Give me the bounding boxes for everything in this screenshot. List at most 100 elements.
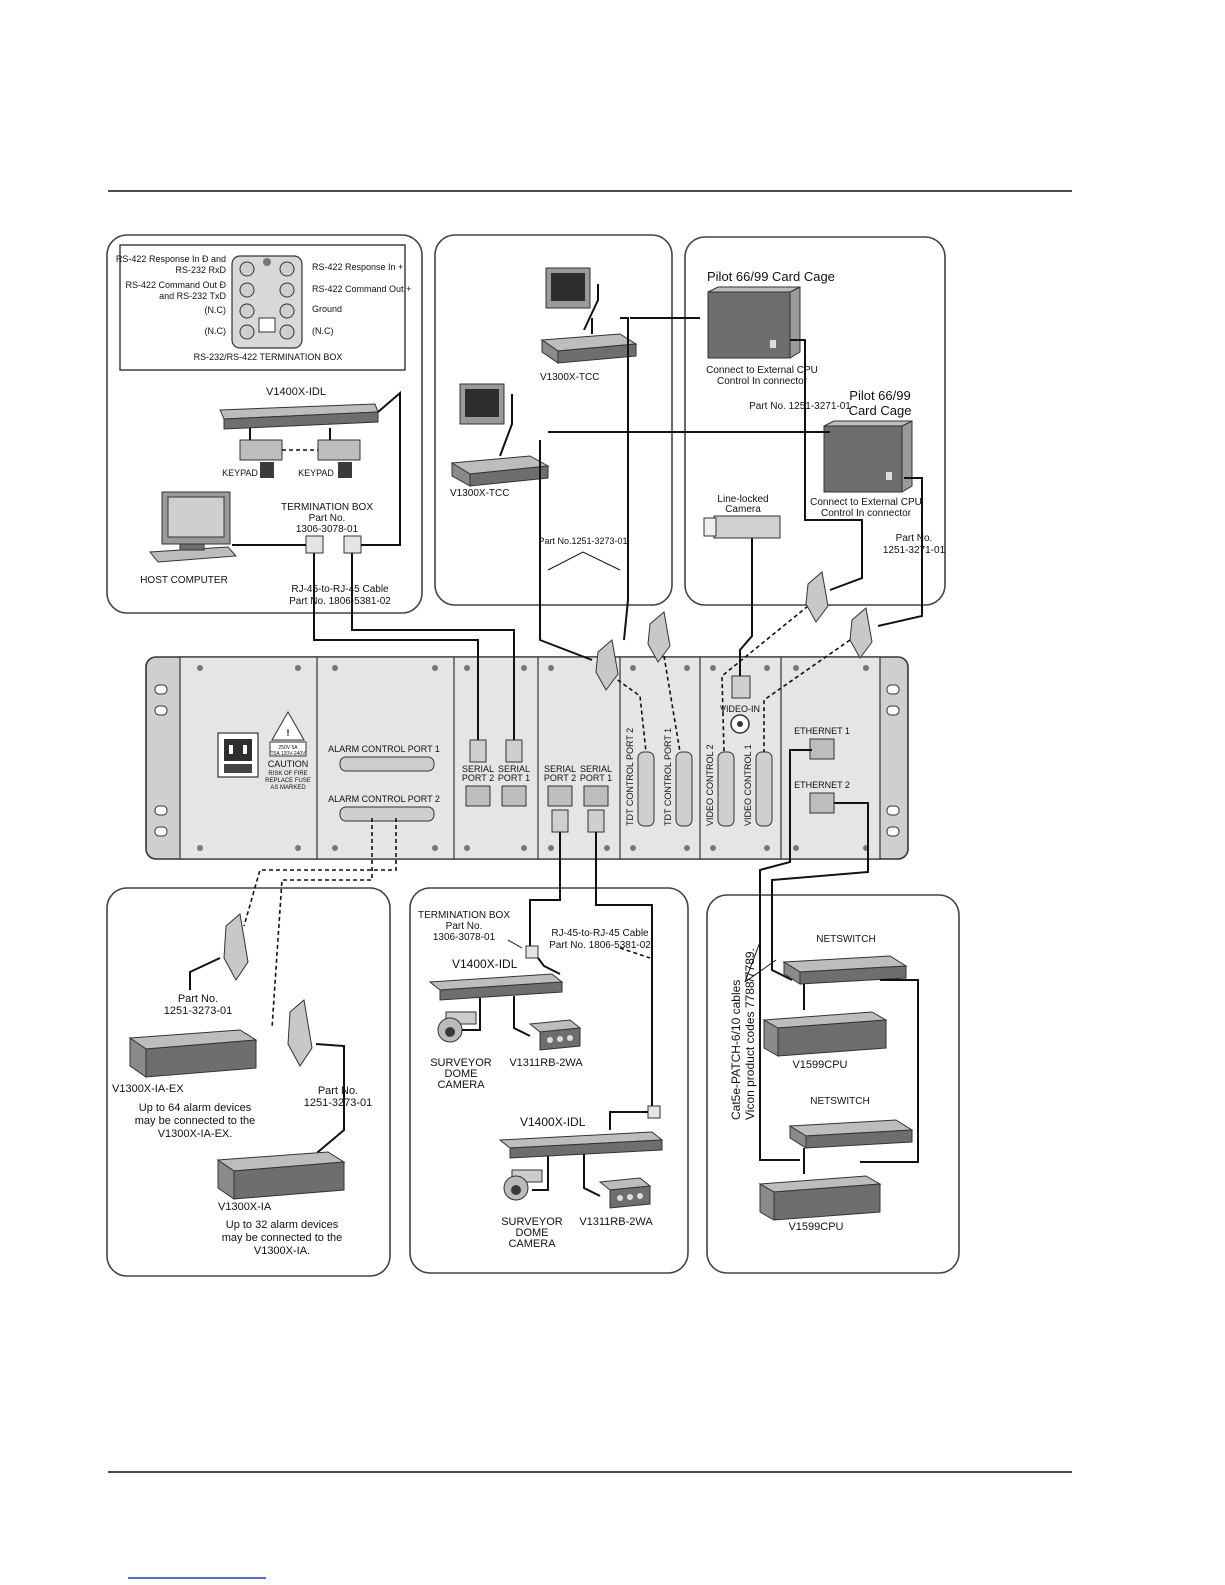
cable-top-2: Part No. 1806-5381-02 xyxy=(289,596,391,607)
tcc-part-label: Part No.1251-3273-01 xyxy=(538,536,627,546)
caution-3: REPLACE FUSE xyxy=(265,778,311,784)
ia-note-1: Up to 32 alarm devices xyxy=(226,1219,339,1231)
caution-2: RISK OF FIRE xyxy=(268,771,307,777)
tcc-1-device xyxy=(540,333,638,364)
termination-box-c xyxy=(525,945,539,959)
cable-alarm-adapter-1 xyxy=(189,957,221,990)
rb-2-label: V1311RB-2WA xyxy=(579,1216,653,1228)
cable-eth1 xyxy=(759,749,812,1161)
cage-1-note-1: Connect to External CPU xyxy=(706,365,818,376)
termination-box-detail: RS-422 Response In Ð and RS-232 RxD RS-4… xyxy=(116,244,411,371)
rack-chassis xyxy=(145,656,909,860)
cable-ns1-ns2 xyxy=(860,979,919,1163)
tb-label-right-1: RS-422 Response In + xyxy=(312,262,403,272)
serial-2b-label-2: PORT 2 xyxy=(544,773,576,783)
idl-bot-1-device xyxy=(428,973,564,1001)
cage-2-note-1: Connect to External CPU xyxy=(810,497,922,508)
ia-ex-note-3: V1300X-IA-EX. xyxy=(158,1128,233,1140)
video-control-2 xyxy=(717,751,735,827)
video-control-1 xyxy=(755,751,773,827)
db-adapter-1 xyxy=(595,639,619,691)
cage-1-note-2: Control In connector xyxy=(717,376,808,387)
rb-1-label: V1311RB-2WA xyxy=(509,1057,583,1069)
cable-idl-bot-1 xyxy=(462,996,531,1037)
tdt-port-2 xyxy=(637,751,655,827)
tb-caption: RS-232/RS-422 TERMINATION BOX xyxy=(194,352,343,362)
cat5-label-1: Cat5e-PATCH-6/10 cables xyxy=(729,980,743,1120)
tbox-bot-3: 1306-3078-01 xyxy=(433,932,496,943)
dash-alarm1 xyxy=(243,818,397,927)
serial-plug-2a xyxy=(469,739,487,763)
cable-serial-2a xyxy=(313,553,479,740)
monitor-2 xyxy=(459,383,505,425)
serial-1a-label-2: PORT 1 xyxy=(498,773,530,783)
keypad-1 xyxy=(239,439,283,478)
cage-2-note-2: Control In connector xyxy=(821,508,912,519)
tcc-2-label: V1300X-TCC xyxy=(450,488,509,499)
tbox-top-1: TERMINATION BOX xyxy=(281,502,373,513)
dome-1-label-2: DOME xyxy=(445,1068,478,1080)
ia-label: V1300X-IA xyxy=(218,1201,272,1213)
cpu-2-device xyxy=(758,1175,882,1221)
tb-label-left-3: RS-422 Command Out Ð xyxy=(125,280,226,290)
caution-1: CAUTION xyxy=(268,759,309,769)
db-adapter-3 xyxy=(805,571,829,623)
tb-label-left-4: and RS-232 TxD xyxy=(159,291,226,301)
tb-label-left-6: (N.C) xyxy=(205,326,227,336)
cage-2-title-2: Card Cage xyxy=(849,403,912,418)
panel-tcc xyxy=(434,234,673,606)
card-cage-1 xyxy=(707,286,801,359)
tb-label-right-2: RS-422 Command Out + xyxy=(312,284,411,294)
cable-eth2 xyxy=(771,802,869,981)
tdt-port-2-label: TDT CONTROL PORT 2 xyxy=(625,728,635,826)
dash-cable-pointer xyxy=(619,947,651,959)
termination-box-b xyxy=(343,535,362,554)
db-adapter-2 xyxy=(647,611,671,663)
serial-port-1b-jack xyxy=(583,785,609,807)
netswitch-2-label: NETSWITCH xyxy=(810,1096,869,1107)
serial-port-1a-jack xyxy=(501,785,527,807)
rb-2-device xyxy=(598,1177,652,1209)
cable-cage1 xyxy=(790,339,863,591)
cable-top-1: RJ-45-to-RJ-45 Cable xyxy=(291,584,389,595)
fuse-rating-1: 250V 5A xyxy=(278,745,298,751)
keypad-2-label: KEYPAD xyxy=(298,468,334,478)
keypad-1-label: KEYPAD xyxy=(222,468,258,478)
tbox-top-2: Part No. xyxy=(309,513,346,524)
tdt-port-1 xyxy=(675,751,693,827)
ia-ex-note-1: Up to 64 alarm devices xyxy=(139,1102,252,1114)
dome-2-label-2: DOME xyxy=(516,1227,549,1239)
cat5-label-2: Vicon product codes 7788/7789. xyxy=(743,948,757,1120)
alarm-port-2 xyxy=(339,806,435,822)
serial-plug-1a xyxy=(505,739,523,763)
dash-alarm2 xyxy=(271,818,373,1029)
cage-1-title: Pilot 66/99 Card Cage xyxy=(707,269,835,284)
cpu-1-label: V1599CPU xyxy=(792,1059,847,1071)
tcc-2-device xyxy=(450,455,550,487)
cable-serial-2b xyxy=(529,832,561,950)
tbox-bot-2: Part No. xyxy=(446,921,483,932)
video-control-1-label: VIDEO CONTROL 1 xyxy=(743,744,753,826)
cable-idl-bot-2 xyxy=(532,1154,601,1197)
ethernet-2-label: ETHERNET 2 xyxy=(794,780,850,790)
ethernet-2-jack xyxy=(809,792,835,814)
cable-bot-2: Part No. 1806-5381-02 xyxy=(549,940,651,951)
alarm-part-1-b: 1251-3273-01 xyxy=(164,1005,233,1017)
netswitch-1-device xyxy=(782,955,908,985)
ia-ex-label: V1300X-IA-EX xyxy=(112,1083,184,1095)
alarm-part-2-b: 1251-3273-01 xyxy=(304,1097,373,1109)
tb-label-left-2: RS-232 RxD xyxy=(175,265,226,275)
idl-bot-1-label: V1400X-IDL xyxy=(452,957,518,971)
host-computer-label: HOST COMPUTER xyxy=(140,575,228,586)
power-inlet xyxy=(217,732,259,778)
serial-2b-label-1: SERIAL xyxy=(544,764,576,774)
cable-serial-1b xyxy=(595,832,653,1106)
cable-tcc1 xyxy=(620,317,629,641)
cable-tcc2 xyxy=(539,440,593,661)
cable-tbox-c xyxy=(537,957,561,975)
serial-port-2b-jack xyxy=(547,785,573,807)
serial-plug-1b xyxy=(587,809,605,833)
caution-4: AS MARKED xyxy=(270,785,306,791)
serial-1b-label-2: PORT 1 xyxy=(580,773,612,783)
